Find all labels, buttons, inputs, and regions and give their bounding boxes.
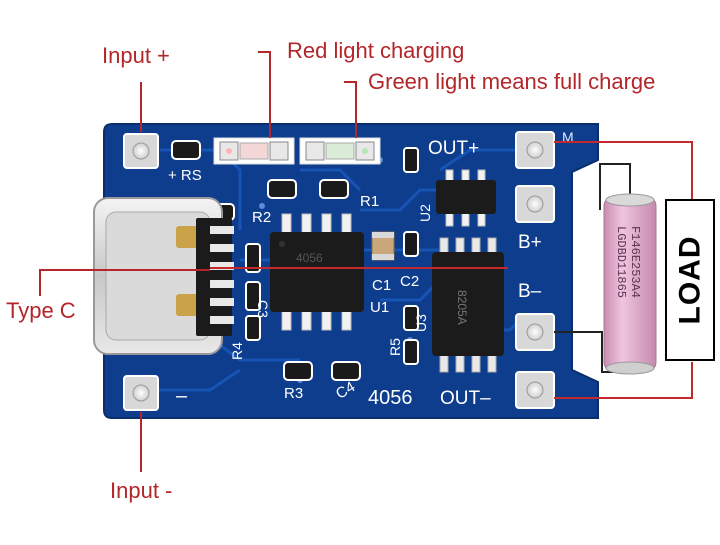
b-plus-pad [515, 185, 555, 223]
callout-type-c: Type C [6, 298, 76, 323]
load-box [665, 199, 715, 361]
silk-r5: R5 [387, 338, 403, 356]
silk-out-minus: OUT– [440, 388, 491, 409]
callout-input-plus: Input + [102, 43, 170, 68]
silk-u3: U3 [413, 314, 429, 332]
silk-r4: R4 [229, 342, 245, 360]
callout-green-light: Green light means full charge [368, 69, 656, 94]
silk-minus: – [176, 385, 188, 407]
silk-c3: C3 [255, 300, 271, 318]
charger-ic [270, 213, 364, 331]
input-minus-pad [123, 375, 159, 411]
battery-18650: LGDBD11865 F146E253A4 [603, 193, 657, 375]
silk-4056: 4056 [368, 387, 413, 409]
silk-plus-rs: + RS [168, 167, 202, 184]
load-label-box: LOAD [666, 200, 714, 360]
load-label: LOAD [673, 235, 706, 325]
silk-u2: U2 [417, 204, 433, 222]
chip-marking-8205: 8205A [455, 290, 469, 325]
silk-m: M [562, 129, 574, 145]
silk-r2: R2 [252, 209, 271, 226]
callout-lines [39, 51, 357, 472]
protection-ic [436, 169, 496, 227]
mosfet-ic [432, 237, 504, 373]
silk-r1: R1 [360, 193, 379, 210]
out-plus-pad [515, 131, 555, 169]
silk-b-plus: B+ [518, 232, 542, 253]
smd-components [171, 140, 419, 381]
b-minus-pad [515, 313, 555, 351]
chip-marking-4056: 4056 [296, 251, 323, 265]
out-minus-pad [515, 371, 555, 409]
battery-print-1: LGDBD11865 [614, 226, 628, 298]
usb-type-c-connector [93, 197, 234, 355]
silk-u1: U1 [370, 299, 389, 316]
silk-c2: C2 [400, 273, 419, 290]
capacitor [371, 231, 395, 261]
silk-c1: C1 [372, 277, 391, 294]
red-led [213, 137, 295, 165]
silk-b-minus: B– [518, 281, 542, 302]
green-led [299, 137, 381, 165]
callout-input-minus: Input - [110, 478, 173, 503]
load-wires [554, 141, 693, 399]
silk-out-plus: OUT+ [428, 138, 479, 159]
callout-red-light: Red light charging [287, 38, 465, 63]
input-plus-pad [123, 133, 159, 169]
silk-r3: R3 [284, 385, 303, 402]
battery-print-2: F146E253A4 [628, 226, 642, 298]
